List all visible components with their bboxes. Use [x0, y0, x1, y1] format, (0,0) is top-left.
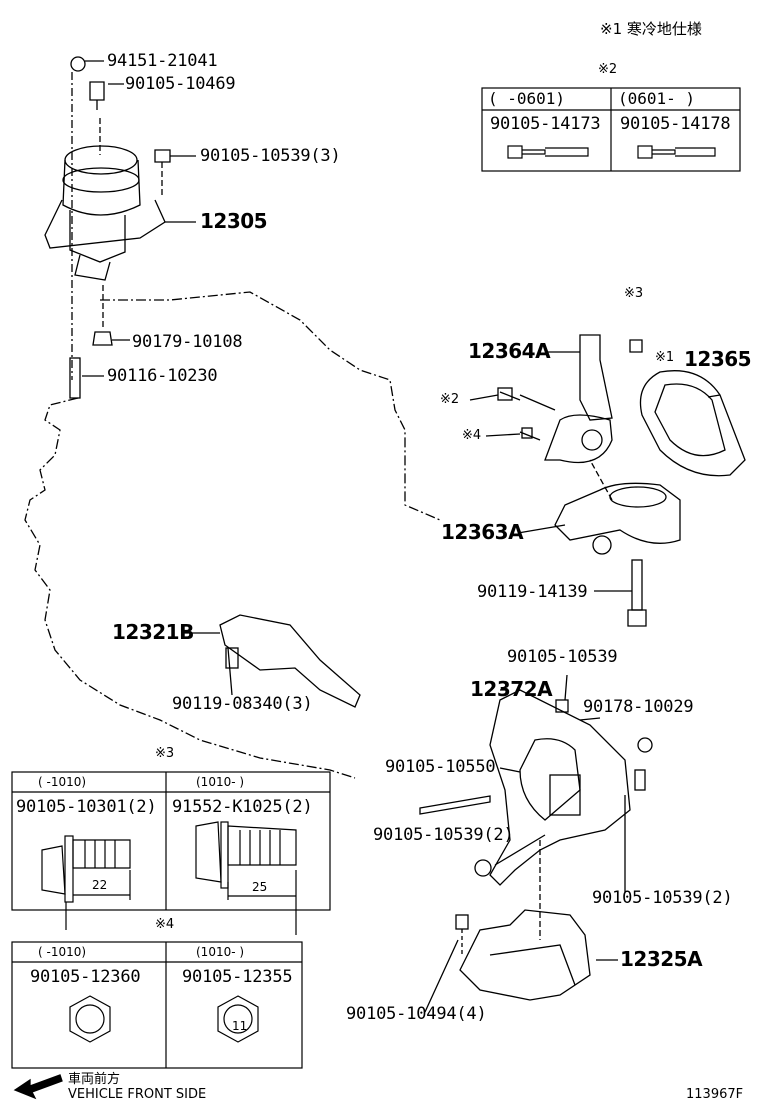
part-12305[interactable]: 12305 — [200, 209, 268, 233]
table3-frame — [11, 771, 331, 935]
part-90105-10539-3[interactable]: 90105-10539(3) — [200, 146, 341, 166]
engine-outline — [24, 291, 441, 779]
part-90179-10108[interactable]: 90179-10108 — [132, 332, 243, 352]
part-90178-10029[interactable]: 90178-10029 — [583, 697, 694, 717]
table4-head-mark-2: 11 — [232, 1019, 248, 1033]
table2-part-2[interactable]: 90105-14178 — [620, 114, 731, 134]
diagram-id: 113967F — [686, 1087, 744, 1102]
part-90119-08340-3[interactable]: 90119-08340(3) — [172, 694, 313, 714]
part-90105-10539-2-right[interactable]: 90105-10539(2) — [592, 888, 733, 908]
table2-part-1[interactable]: 90105-14173 — [490, 114, 601, 134]
mount-12363A — [469, 334, 746, 627]
mount-12305 — [44, 56, 196, 399]
part-12325A[interactable]: 12325A — [620, 947, 703, 971]
mark-3-a: ※3 — [624, 286, 644, 301]
part-90105-10550[interactable]: 90105-10550 — [385, 757, 496, 777]
part-90119-14139[interactable]: 90119-14139 — [477, 582, 588, 602]
table3-part-1[interactable]: 90105-10301(2) — [16, 797, 157, 817]
mark-1: ※1 — [655, 350, 675, 365]
part-90116-10230[interactable]: 90116-10230 — [107, 366, 218, 386]
front-direction-jp: 車両前方 — [68, 1072, 121, 1087]
part-90105-10539[interactable]: 90105-10539 — [507, 647, 618, 667]
cold-climate-note: ※1 寒冷地仕様 — [600, 20, 702, 38]
table2-header-2: (0601- ) — [618, 89, 696, 108]
bracket-12321B — [182, 614, 361, 708]
part-90105-10539-2-left[interactable]: 90105-10539(2) — [373, 825, 514, 845]
part-94151-21041[interactable]: 94151-21041 — [107, 51, 218, 71]
table4-part-1[interactable]: 90105-12360 — [30, 967, 141, 987]
table4-frame — [11, 941, 303, 1069]
vehicle-front-arrow — [13, 1074, 63, 1100]
table4-header-1: ( -1010) — [38, 945, 87, 959]
front-direction-en: VEHICLE FRONT SIDE — [68, 1087, 207, 1102]
table3-part-2[interactable]: 91552-K1025(2) — [172, 797, 313, 817]
table4-part-2[interactable]: 90105-12355 — [182, 967, 293, 987]
part-12363A[interactable]: 12363A — [441, 520, 524, 544]
mount-12372A — [419, 674, 653, 1013]
table2-mark: ※2 — [598, 62, 618, 77]
part-12365[interactable]: 12365 — [684, 347, 752, 371]
part-90105-10494-4[interactable]: 90105-10494(4) — [346, 1004, 487, 1024]
table4-mark: ※4 — [155, 917, 175, 932]
table3-header-1: ( -1010) — [38, 775, 87, 789]
table3-mark: ※3 — [155, 746, 175, 761]
part-12364A[interactable]: 12364A — [468, 339, 551, 363]
mark-2: ※2 — [440, 392, 460, 407]
mark-4-a: ※4 — [462, 428, 482, 443]
part-12372A[interactable]: 12372A — [470, 677, 553, 701]
table3-header-2: (1010- ) — [196, 775, 245, 789]
part-12321B[interactable]: 12321B — [112, 620, 194, 644]
table3-dim-1: 22 — [92, 878, 108, 892]
table2-header-1: ( -0601) — [488, 89, 566, 108]
part-90105-10469[interactable]: 90105-10469 — [125, 74, 236, 94]
table2-frame — [481, 87, 741, 172]
table4-header-2: (1010- ) — [196, 945, 245, 959]
table3-dim-2: 25 — [252, 880, 268, 894]
